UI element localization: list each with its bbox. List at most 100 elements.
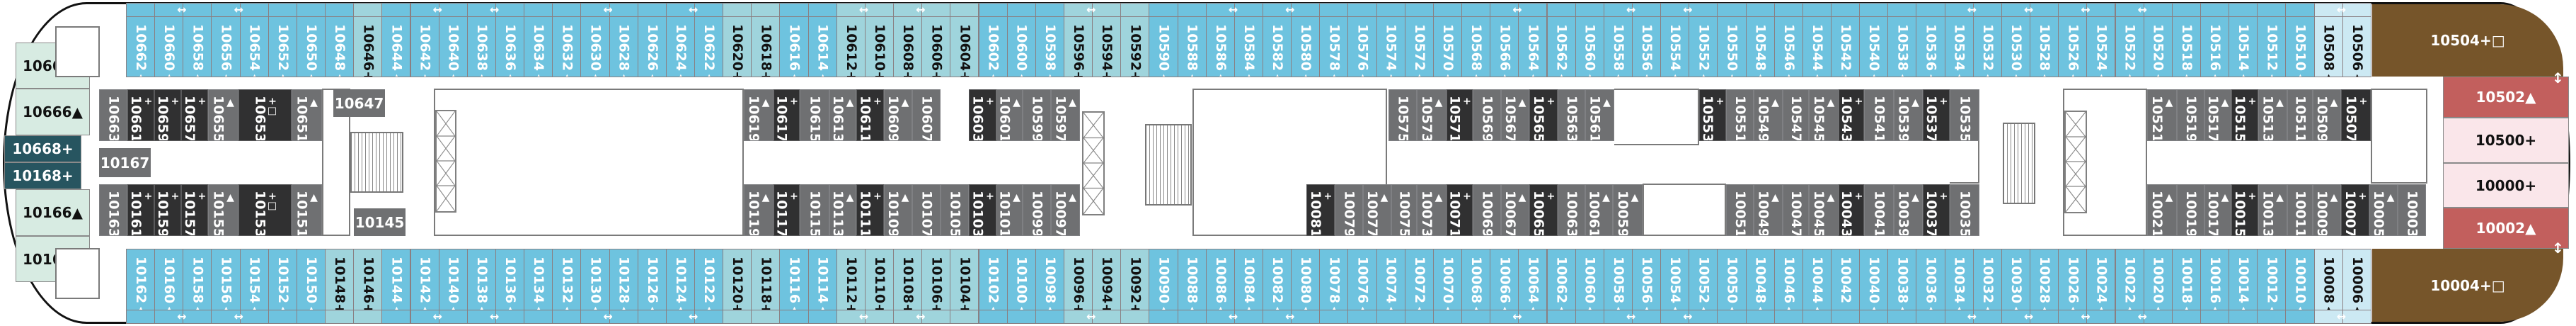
cabin-10556[interactable]: 10556▲ <box>1631 16 1662 77</box>
cabin-10663[interactable]: 10663 <box>99 89 127 141</box>
cabin-10058[interactable]: 10058▲ <box>1603 249 1633 310</box>
cabin-10597[interactable]: 10597▲ <box>1051 89 1080 141</box>
cabin-10041[interactable]: 10041 <box>1864 184 1894 236</box>
cabin-10558[interactable]: 10558▲ <box>1603 16 1633 77</box>
cabin-10582[interactable]: 10582▲ <box>1263 16 1292 77</box>
cabin-10140[interactable]: 10140▲ <box>438 249 468 310</box>
cabin-10002[interactable]: 10002▲ <box>2443 208 2569 249</box>
cabin-10504[interactable]: 10504+□ <box>2372 4 2563 77</box>
cabin-10622[interactable]: 10622▲ <box>694 16 724 77</box>
cabin-10150[interactable]: 10150▲ <box>296 249 326 310</box>
cabin-10115[interactable]: 10115 <box>800 184 829 236</box>
cabin-10642[interactable]: 10642▲□ <box>410 16 439 77</box>
cabin-10060[interactable]: 10060▲ <box>1575 249 1604 310</box>
cabin-10506[interactable]: 10506▲□ <box>2342 16 2371 77</box>
cabin-10017[interactable]: 10017▲ <box>2204 184 2231 236</box>
cabin-10509[interactable]: 10509▲ <box>2313 89 2341 141</box>
cabin-10544[interactable]: 10544▲ <box>1802 16 1832 77</box>
cabin-10615[interactable]: 10615 <box>800 89 829 141</box>
cabin-10546[interactable]: 10546▲ <box>1773 16 1803 77</box>
cabin-10116[interactable]: 10116▲ <box>779 249 809 310</box>
cabin-10155[interactable]: 10155▲ <box>208 184 238 236</box>
cabin-10157[interactable]: 10157+ <box>181 184 208 236</box>
cabin-10102[interactable]: 10102▲ <box>978 249 1008 310</box>
cabin-10560[interactable]: 10560▲ <box>1575 16 1604 77</box>
cabin-10524[interactable]: 10524▲ <box>2086 16 2116 77</box>
cabin-10096[interactable]: 10096+ <box>1063 249 1093 310</box>
cabin-10145[interactable]: 10145 <box>354 208 406 236</box>
cabin-10063[interactable]: 10063 <box>1558 184 1585 236</box>
cabin-10034[interactable]: 10034▲ <box>1944 249 1974 310</box>
cabin-10070[interactable]: 10070▲ <box>1432 249 1463 310</box>
cabin-10600[interactable]: 10600▲ <box>1006 16 1036 77</box>
cabin-10014[interactable]: 10014▲ <box>2229 249 2258 310</box>
cabin-10568[interactable]: 10568▲ <box>1461 16 1491 77</box>
cabin-10515[interactable]: 10515+ <box>2231 89 2258 141</box>
cabin-10590[interactable]: 10590▲ <box>1149 16 1178 77</box>
cabin-10655[interactable]: 10655▲ <box>208 89 238 141</box>
cabin-10012[interactable]: 10012▲ <box>2257 249 2287 310</box>
cabin-10126[interactable]: 10126▲ <box>637 249 667 310</box>
cabin-10130[interactable]: 10130▲ <box>580 249 610 310</box>
cabin-10539[interactable]: 10539▲ <box>1894 89 1923 141</box>
cabin-10146[interactable]: 10146+ <box>353 249 383 310</box>
cabin-10167[interactable]: 10167 <box>99 148 151 177</box>
cabin-10601[interactable]: 10601▲ <box>996 89 1023 141</box>
cabin-10043[interactable]: 10043+ <box>1839 184 1864 236</box>
cabin-10598[interactable]: 10598▲ <box>1035 16 1064 77</box>
cabin-10039[interactable]: 10039▲ <box>1894 184 1923 236</box>
cabin-10004[interactable]: 10004+□ <box>2372 249 2563 322</box>
cabin-10576[interactable]: 10576▲ <box>1347 16 1377 77</box>
cabin-10073[interactable]: 10073▲ <box>1417 184 1447 236</box>
cabin-10142[interactable]: 10142▲□ <box>410 249 439 310</box>
cabin-10570[interactable]: 10570▲ <box>1432 16 1463 77</box>
cabin-10104[interactable]: 10104+ <box>950 249 979 310</box>
cabin-10614[interactable]: 10614▲ <box>807 16 837 77</box>
cabin-10661[interactable]: 10661+ <box>127 89 154 141</box>
cabin-10094[interactable]: 10094+ <box>1092 249 1122 310</box>
cabin-10009[interactable]: 10009▲ <box>2313 184 2341 236</box>
cabin-10117[interactable]: 10117+ <box>774 184 800 236</box>
cabin-10168[interactable]: 10168+ <box>4 162 81 189</box>
cabin-10640[interactable]: 10640▲ <box>438 16 468 77</box>
cabin-10603[interactable]: 10603+ <box>969 89 996 141</box>
cabin-10122[interactable]: 10122▲ <box>694 249 724 310</box>
cabin-10110[interactable]: 10110+ <box>864 249 895 310</box>
cabin-10594[interactable]: 10594+ <box>1092 16 1122 77</box>
cabin-10038[interactable]: 10038▲ <box>1887 249 1917 310</box>
cabin-10030[interactable]: 10030▲ <box>2001 249 2031 310</box>
cabin-10535[interactable]: 10535 <box>1950 89 1979 141</box>
cabin-10619[interactable]: 10619▲ <box>744 89 774 141</box>
cabin-10513[interactable]: 10513▲ <box>2258 89 2287 141</box>
cabin-10015[interactable]: 10015+ <box>2231 184 2258 236</box>
cabin-10630[interactable]: 10630▲ <box>580 16 610 77</box>
cabin-10163[interactable]: 10163 <box>99 184 127 236</box>
cabin-10628[interactable]: 10628▲ <box>609 16 638 77</box>
cabin-10512[interactable]: 10512▲ <box>2257 16 2287 77</box>
cabin-10161[interactable]: 10161+ <box>127 184 154 236</box>
cabin-10078[interactable]: 10078▲ <box>1319 249 1349 310</box>
cabin-10105[interactable]: 10105 <box>941 184 969 236</box>
cabin-10138[interactable]: 10138▲ <box>466 249 496 310</box>
cabin-10572[interactable]: 10572▲ <box>1404 16 1434 77</box>
cabin-10051[interactable]: 10051 <box>1726 184 1754 236</box>
cabin-10109[interactable]: 10109▲ <box>884 184 912 236</box>
cabin-10586[interactable]: 10586▲ <box>1205 16 1235 77</box>
cabin-10080[interactable]: 10080▲ <box>1291 249 1321 310</box>
cabin-10656[interactable]: 10656▲ <box>211 16 241 77</box>
cabin-10613[interactable]: 10613▲ <box>829 89 856 141</box>
cabin-10538[interactable]: 10538▲ <box>1887 16 1917 77</box>
cabin-10660[interactable]: 10660▲ <box>154 16 184 77</box>
cabin-10008[interactable]: 10008▲□ <box>2313 249 2343 310</box>
cabin-10537[interactable]: 10537+ <box>1923 89 1950 141</box>
cabin-10575[interactable]: 10575 <box>1388 89 1417 141</box>
cabin-10552[interactable]: 10552▲ <box>1689 16 1718 77</box>
cabin-10620[interactable]: 10620+ <box>723 16 752 77</box>
cabin-10507[interactable]: 10507+ <box>2341 89 2371 141</box>
cabin-10035[interactable]: 10035 <box>1950 184 1979 236</box>
cabin-10048[interactable]: 10048▲ <box>1745 249 1775 310</box>
cabin-10006[interactable]: 10006▲□ <box>2342 249 2371 310</box>
cabin-10074[interactable]: 10074▲ <box>1376 249 1405 310</box>
cabin-10607[interactable]: 10607 <box>912 89 941 141</box>
cabin-10112[interactable]: 10112+ <box>836 249 866 310</box>
